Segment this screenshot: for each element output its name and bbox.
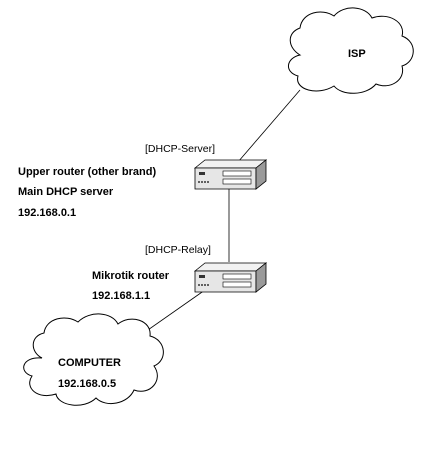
upper-router-name: Upper router (other brand) <box>18 166 157 178</box>
computer-cloud <box>23 313 164 406</box>
upper-router-ip: 192.168.0.1 <box>18 207 77 219</box>
computer-ip: 192.168.0.5 <box>58 378 117 390</box>
link-isp-upper-router <box>237 89 301 163</box>
mikrotik-router-device <box>193 262 268 293</box>
computer-label: COMPUTER <box>58 357 121 369</box>
isp-label: ISP <box>348 48 366 60</box>
mikrotik-router-ip: 192.168.1.1 <box>92 290 151 302</box>
isp-cloud <box>288 7 414 94</box>
mikrotik-router-name: Mikrotik router <box>92 270 170 282</box>
mikrotik-router-tag: [DHCP-Relay] <box>145 244 211 256</box>
upper-router-tag: [DHCP-Server] <box>145 143 216 155</box>
upper-router-role: Main DHCP server <box>18 186 114 198</box>
upper-router-device <box>193 159 268 190</box>
